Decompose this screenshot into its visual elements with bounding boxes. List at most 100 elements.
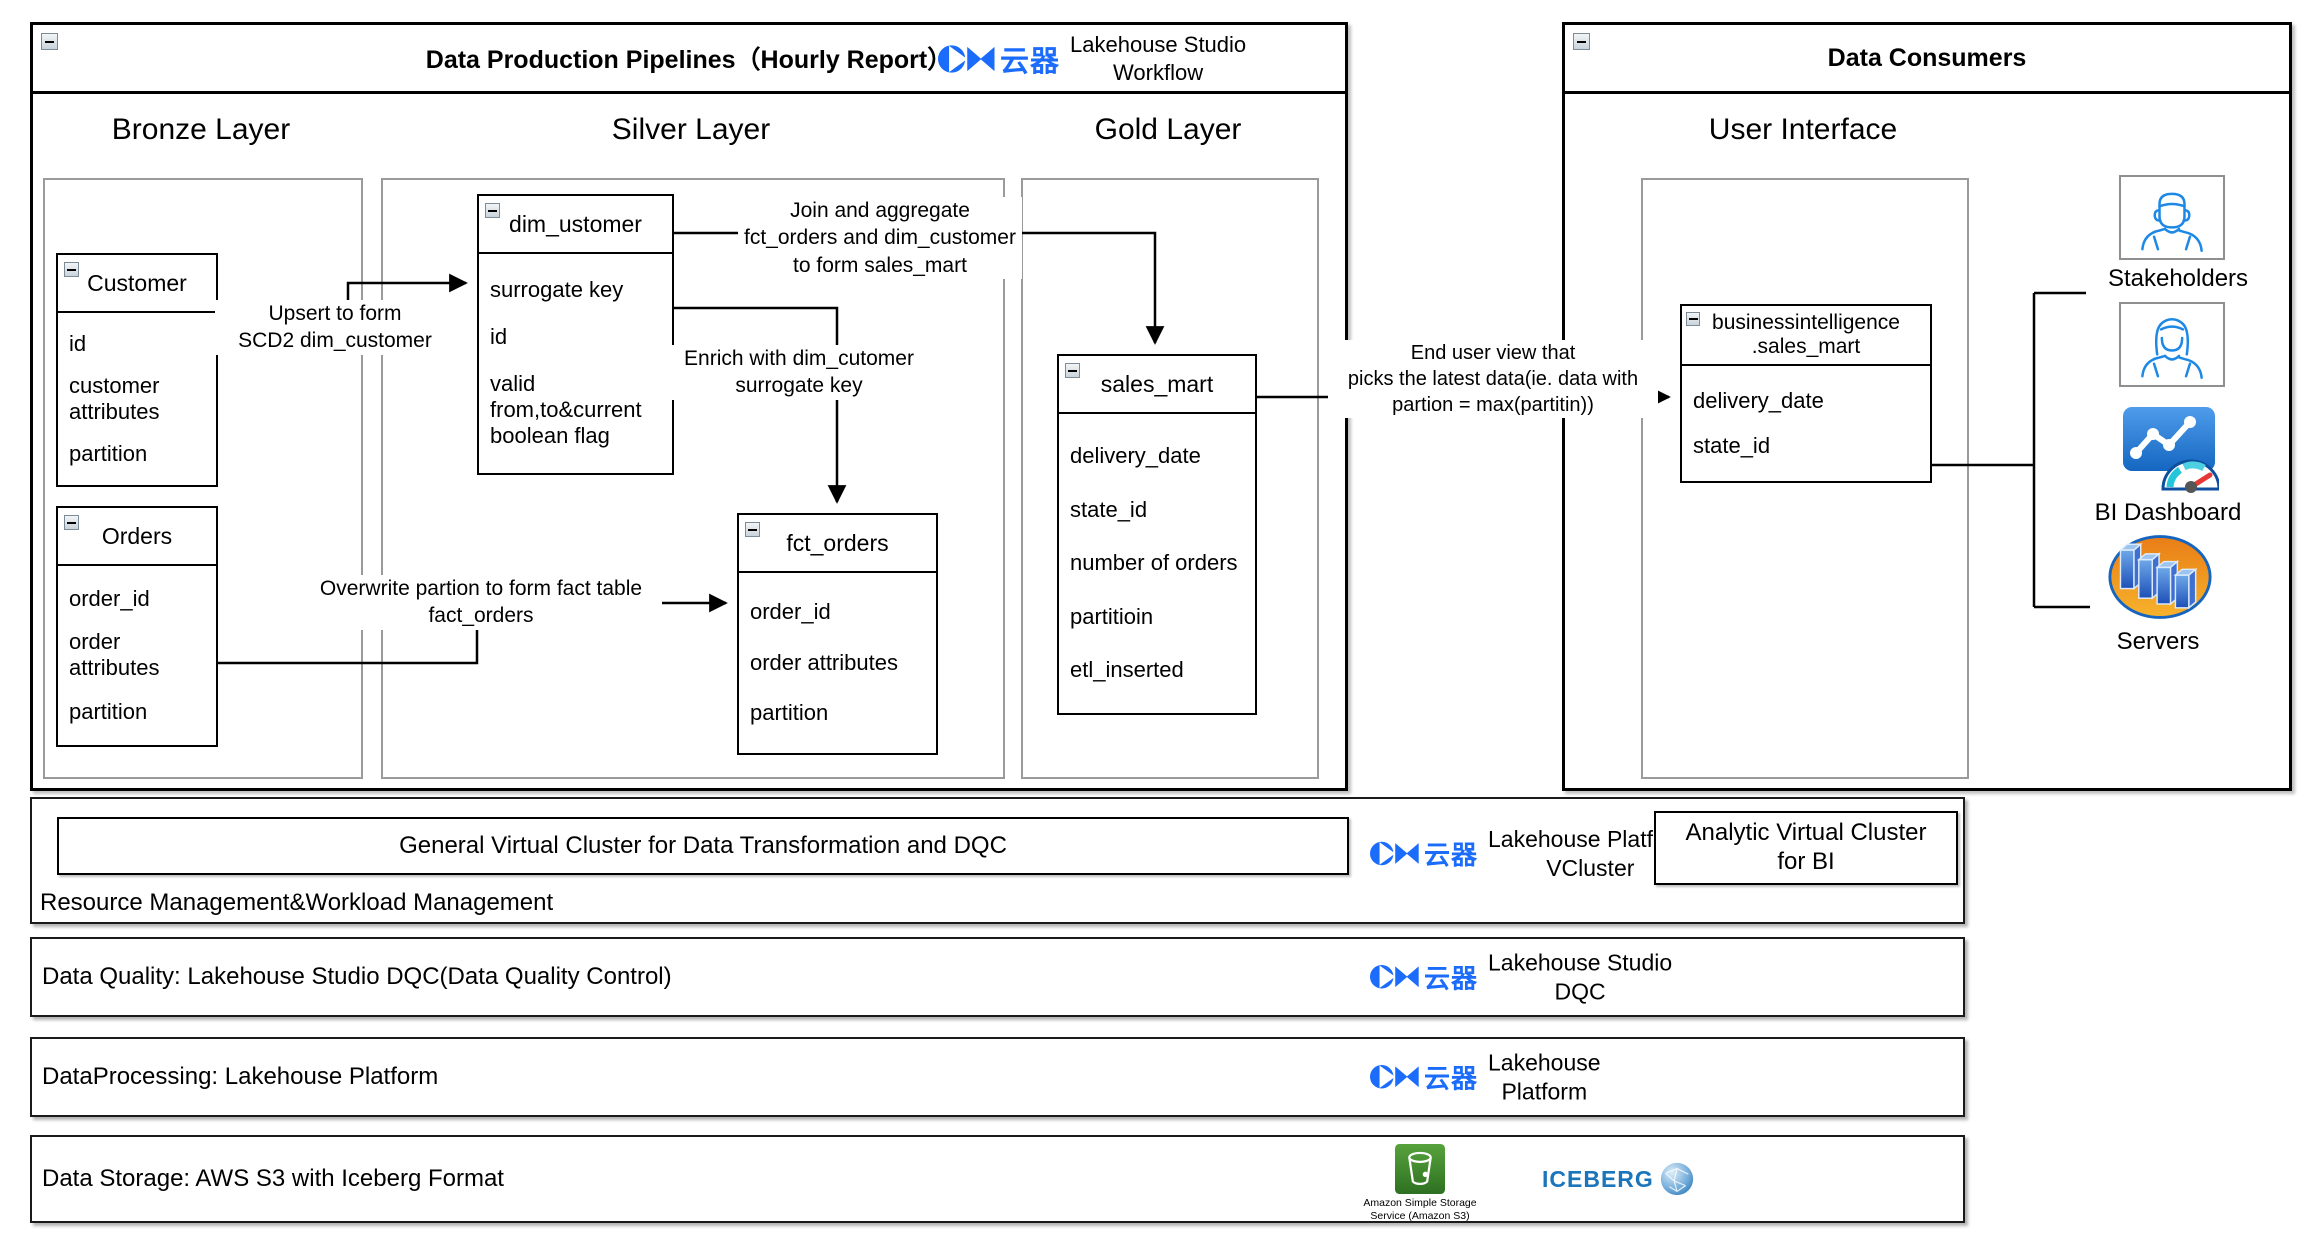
label-line: Join and aggregate	[790, 199, 970, 222]
table-header: Customer	[58, 255, 216, 313]
yunqi-logo-icon: 云器	[1370, 959, 1478, 996]
bi-dashboard-icon	[2119, 401, 2221, 498]
collapse-icon[interactable]	[1573, 33, 1590, 50]
s3-icon-group: Amazon Simple Storage Service (Amazon S3…	[1350, 1144, 1490, 1223]
pipeline-title: Data Production Pipelines（Hourly Report）	[425, 46, 953, 74]
s3-icon	[1395, 1144, 1445, 1194]
logo-line2: Workflow	[1113, 59, 1204, 85]
table-fct-orders: fct_orders order_id order attributes par…	[737, 513, 938, 755]
minus-glyph	[1577, 40, 1586, 43]
field: customer attributes	[69, 372, 160, 424]
edge-label-end-user: End user view that picks the latest data…	[1328, 340, 1658, 418]
table-header: sales_mart	[1059, 356, 1255, 414]
collapse-icon[interactable]	[64, 262, 79, 277]
label-line: fact_orders	[428, 604, 534, 628]
edge-label-overwrite: Overwrite partion to form fact table fac…	[300, 575, 662, 630]
silver-layer-label: Silver Layer	[611, 113, 771, 146]
table-title-line2: .sales_mart	[1751, 335, 1861, 358]
yunqi-mark-icon	[938, 44, 995, 73]
label-line: picks the latest data(ie. data with	[1347, 368, 1639, 390]
data-storage-bar: Data Storage: AWS S3 with Iceberg Format…	[30, 1135, 1965, 1223]
table-fields: order_id order attributes partition	[739, 573, 936, 753]
logo-line2: DQC	[1554, 978, 1606, 1004]
analytic-vcluster-box: Analytic Virtual Cluster for BI	[1654, 811, 1958, 885]
table-header: fct_orders	[739, 515, 936, 573]
label-line: partion = max(partitin))	[1392, 394, 1594, 416]
brand-characters: 云器	[1000, 45, 1061, 78]
logo-line1: Lakehouse Studio	[1488, 949, 1673, 976]
table-bi-view: businessintelligence .sales_mart deliver…	[1680, 304, 1932, 483]
resource-management-bar: General Virtual Cluster for Data Transfo…	[30, 797, 1965, 924]
field: partition	[69, 698, 148, 724]
consumers-title: Data Consumers	[1827, 43, 2027, 72]
stakeholder-female-box	[2119, 302, 2225, 387]
label-line: fct_orders and dim_customer	[744, 226, 1016, 250]
table-fields: surrogate key id valid from,to&current b…	[479, 254, 672, 473]
table-customer: Customer id customer attributes partitio…	[56, 253, 218, 487]
pipeline-panel-header: Data Production Pipelines（Hourly Report）…	[33, 25, 1345, 94]
brand-characters: 云器	[1424, 840, 1479, 871]
table-fields: order_id order attributes partition	[58, 566, 216, 745]
label-line: to form sales_mart	[793, 253, 967, 277]
logo-text: Lakehouse Studio Workflow	[1070, 31, 1246, 86]
yunqi-logo-icon: 云器	[1370, 1059, 1478, 1096]
table-header: businessintelligence .sales_mart	[1682, 306, 1930, 366]
collapse-icon[interactable]	[1686, 312, 1700, 326]
brand-characters: 云器	[1424, 1063, 1479, 1094]
logo-line2: Platform	[1501, 1078, 1588, 1104]
minus-glyph	[1068, 369, 1077, 372]
data-quality-label: Data Quality: Lakehouse Studio DQC(Data …	[42, 963, 672, 990]
field: partition	[69, 440, 148, 466]
logo-line2: VCluster	[1546, 854, 1635, 881]
field: order attributes	[750, 649, 898, 675]
table-title: sales_mart	[1100, 370, 1214, 397]
label-line: Upsert to form	[268, 302, 402, 325]
iceberg-globe-icon	[1660, 1162, 1693, 1196]
yunqi-mark-icon	[1370, 965, 1419, 989]
logo-text: Lakehouse Studio DQC	[1488, 948, 1672, 1006]
field: id	[490, 324, 508, 350]
label-line: surrogate key	[735, 374, 863, 398]
minus-glyph	[488, 209, 497, 212]
edge-label-upsert: Upsert to form SCD2 dim_customer	[215, 300, 455, 355]
table-title: Customer	[87, 269, 187, 296]
table-header: dim_ustomer	[479, 196, 672, 254]
lakehouse-platform-logo: 云器 Lakehouse Platform	[1370, 1048, 1601, 1106]
collapse-icon[interactable]	[64, 515, 79, 530]
field: partition	[750, 700, 829, 726]
collapse-icon[interactable]	[41, 33, 58, 50]
field: order_id	[750, 599, 831, 625]
minus-glyph	[67, 521, 76, 524]
lakehouse-workflow-logo: 云器 Lakehouse Studio Workflow	[938, 31, 1246, 86]
label-line: SCD2 dim_customer	[238, 329, 432, 353]
male-user-icon	[2141, 192, 2203, 252]
logo-text: Lakehouse Platform	[1488, 1048, 1601, 1106]
data-quality-bar: Data Quality: Lakehouse Studio DQC(Data …	[30, 937, 1965, 1017]
servers-icon	[2107, 534, 2213, 625]
collapse-icon[interactable]	[1065, 363, 1080, 378]
label-line: Enrich with dim_cutomer	[684, 347, 914, 370]
collapse-icon[interactable]	[485, 203, 500, 218]
field: etl_inserted	[1070, 657, 1184, 683]
table-orders: Orders order_id order attributes partiti…	[56, 506, 218, 747]
field: state_id	[1693, 433, 1771, 459]
lakehouse-vcluster-logo: 云器 Lakehouse Platform VCluster	[1370, 825, 1693, 883]
bronze-layer-label: Bronze Layer	[111, 113, 291, 146]
field: order_id	[69, 585, 150, 611]
minus-glyph	[748, 528, 757, 531]
yunqi-logo-icon: 云器	[1370, 835, 1478, 872]
yunqi-mark-icon	[1370, 842, 1419, 866]
table-sales-mart: sales_mart delivery_date state_id number…	[1057, 354, 1257, 715]
collapse-icon[interactable]	[745, 522, 760, 537]
gold-layer-label: Gold Layer	[1094, 113, 1242, 146]
minus-glyph	[1688, 318, 1698, 320]
table-title: dim_ustomer	[509, 210, 642, 237]
field: number of orders	[1070, 550, 1238, 576]
minus-glyph	[67, 268, 76, 271]
iceberg-wordmark: ICEBERG	[1542, 1165, 1654, 1192]
field: delivery_date	[1070, 443, 1201, 469]
yunqi-mark-icon	[1370, 1065, 1419, 1089]
field: partitioin	[1070, 603, 1154, 629]
data-storage-label: Data Storage: AWS S3 with Iceberg Format	[42, 1165, 504, 1192]
